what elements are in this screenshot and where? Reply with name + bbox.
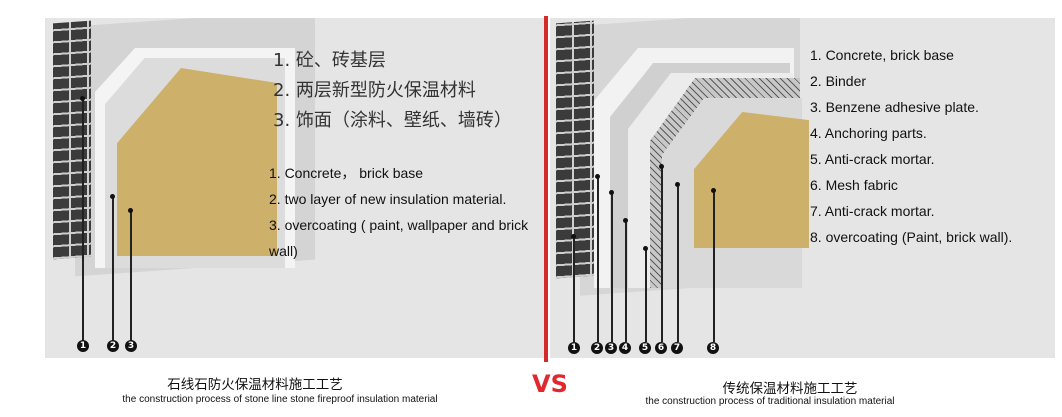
right-caption-cn: 传统保温材料施工工艺	[722, 381, 858, 397]
leader-line	[713, 190, 715, 342]
right-english-legend: 1. Concrete, brick base 2. Binder 3. Ben…	[810, 42, 1050, 250]
leader-dot	[643, 246, 648, 251]
legend-item: 1. 砼、砖基层	[273, 50, 386, 71]
leader-dot	[675, 182, 680, 187]
legend-item: 3. Benzene adhesive plate.	[810, 99, 979, 115]
leader-line	[645, 248, 647, 342]
left-caption-cn: 石线石防火保温材料施工工艺	[167, 377, 343, 393]
marker-badge: 2	[107, 340, 119, 352]
marker-badge: 7	[671, 342, 683, 354]
leader-line	[597, 176, 599, 342]
marker-badge: 6	[655, 342, 667, 354]
legend-item: 6. Mesh fabric	[810, 177, 898, 193]
leader-dot	[623, 218, 628, 223]
leader-dot	[128, 208, 133, 213]
legend-item: 5. Anti-crack mortar.	[810, 151, 935, 167]
marker-badge: 4	[619, 342, 631, 354]
leader-line	[130, 210, 132, 342]
leader-line	[112, 196, 114, 342]
leader-line	[625, 220, 627, 342]
right-diagram-panel: 1. Concrete, brick base 2. Binder 3. Ben…	[550, 18, 1055, 358]
marker-badge: 3	[605, 342, 617, 354]
legend-item: 1. Concrete, brick base	[810, 47, 954, 63]
marker-badge: 5	[639, 342, 651, 354]
marker-badge: 2	[591, 342, 603, 354]
legend-item: 2. 两层新型防火保温材料	[273, 80, 476, 101]
brick-wall	[53, 20, 91, 260]
legend-item: 2. two layer of new insulation material.	[269, 191, 507, 207]
right-caption-en: the construction process of traditional …	[645, 396, 895, 407]
left-chinese-legend: 1. 砼、砖基层 2. 两层新型防火保温材料 3. 饰面（涂料、壁纸、墙砖）	[273, 46, 512, 136]
legend-item: 4. Anchoring parts.	[810, 125, 927, 141]
marker-badge: 8	[707, 342, 719, 354]
leader-dot	[711, 188, 716, 193]
leader-dot	[110, 194, 115, 199]
leader-dot	[595, 174, 600, 179]
legend-item: 2. Binder	[810, 73, 867, 89]
brick-wall	[556, 20, 594, 279]
leader-dot	[609, 190, 614, 195]
legend-item: 7. Anti-crack mortar.	[810, 203, 935, 219]
leader-dot	[659, 164, 664, 169]
left-diagram-panel: 1. 砼、砖基层 2. 两层新型防火保温材料 3. 饰面（涂料、壁纸、墙砖） 1…	[45, 18, 545, 358]
vs-label: VS	[532, 370, 568, 398]
leader-line	[661, 166, 663, 342]
vs-divider	[544, 16, 548, 362]
legend-item: 3. overcoating ( paint, wallpaper and br…	[269, 217, 529, 259]
leader-line	[677, 184, 679, 342]
left-english-legend: 1. Concrete， brick base 2. two layer of …	[269, 160, 529, 264]
marker-badge: 1	[568, 342, 580, 354]
leader-dot	[80, 96, 85, 101]
leader-line	[573, 236, 575, 342]
legend-item: 3. 饰面（涂料、壁纸、墙砖）	[273, 110, 512, 131]
marker-badge: 1	[77, 340, 89, 352]
left-caption-en: the construction process of stone line s…	[122, 394, 438, 405]
leader-line	[82, 98, 84, 342]
legend-item: 1. Concrete， brick base	[269, 165, 424, 181]
legend-item: 8. overcoating (Paint, brick wall).	[810, 229, 1013, 245]
marker-badge: 3	[125, 340, 137, 352]
leader-line	[611, 192, 613, 342]
leader-dot	[571, 234, 576, 239]
